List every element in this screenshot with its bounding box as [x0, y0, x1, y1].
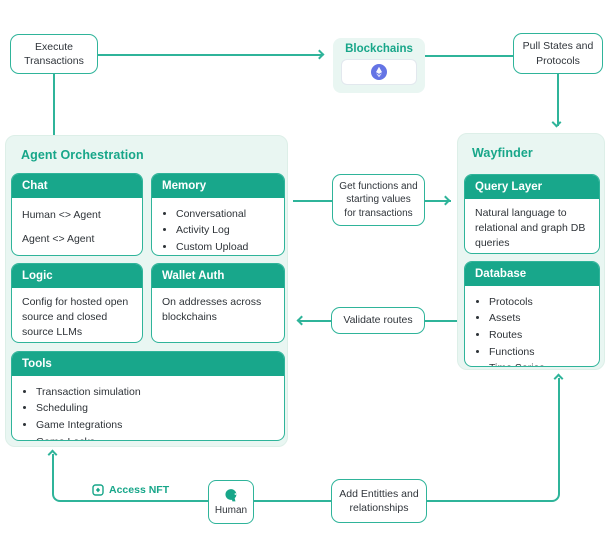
- blockchains-title: Blockchains: [345, 43, 413, 55]
- database-card-body: ProtocolsAssetsRoutesFunctionsTime Serie…: [465, 286, 599, 367]
- validate-routes-node: Validate routes: [331, 307, 425, 334]
- list-item: Protocols: [489, 295, 589, 310]
- pull-states-node: Pull States and Protocols: [513, 33, 603, 74]
- chat-card-title: Chat: [12, 174, 142, 198]
- connector-human-to-tools: [52, 454, 209, 502]
- memory-card-body: ConversationalActivity LogCustom Upload: [152, 198, 284, 256]
- tools-card-body: Transaction simulationSchedulingGame Int…: [12, 376, 284, 441]
- connector-getfunctions-to-wayfinder: [425, 200, 451, 202]
- connector-pullstates-to-wayfinder: [557, 74, 559, 126]
- list-item: Game Integrations: [36, 418, 274, 433]
- query-layer-card: Query Layer Natural language to relation…: [464, 174, 600, 254]
- add-entities-node: Add Entitties and relationships: [331, 479, 427, 523]
- database-card: Database ProtocolsAssetsRoutesFunctionsT…: [464, 261, 600, 367]
- memory-card-title: Memory: [152, 174, 284, 198]
- list-item: Functions: [489, 345, 589, 360]
- connector-agent-to-getfunctions: [293, 200, 332, 202]
- wallet-auth-card: Wallet Auth On addresses across blockcha…: [151, 263, 285, 343]
- query-layer-card-body: Natural language to relational and graph…: [475, 207, 586, 250]
- access-nft-text: Access NFT: [109, 484, 170, 496]
- blockchains-panel: Blockchains: [333, 38, 425, 93]
- arrowhead-right-icon: [440, 195, 451, 206]
- list-item: Activity Log: [176, 223, 274, 238]
- query-layer-card-title: Query Layer: [465, 175, 599, 199]
- blockchain-chip: [341, 59, 417, 85]
- human-node: Human: [208, 480, 254, 524]
- tools-card-title: Tools: [12, 352, 284, 376]
- logic-card-body: Config for hosted open source and closed…: [22, 296, 129, 339]
- chat-card: Chat Human <> Agent Agent <> Agent: [11, 173, 143, 256]
- human-label: Human: [214, 505, 248, 516]
- get-functions-node: Get functions and starting values for tr…: [332, 174, 425, 226]
- chat-card-body: Human <> Agent Agent <> Agent: [12, 198, 142, 255]
- tools-bullet-list: Transaction simulationSchedulingGame Int…: [22, 385, 274, 441]
- connector-wayfinder-to-validate: [425, 320, 457, 322]
- database-bullet-list: ProtocolsAssetsRoutesFunctionsTime Serie…: [475, 295, 589, 367]
- connector-execute-to-blockchains: [98, 54, 322, 56]
- list-item: Assets: [489, 311, 589, 326]
- agent-orchestration-panel: Agent Orchestration Chat Human <> Agent …: [5, 135, 288, 447]
- list-item: Scheduling: [36, 401, 274, 416]
- memory-bullet-list: ConversationalActivity LogCustom Upload: [162, 207, 274, 256]
- list-item: Time Series: [489, 361, 589, 366]
- tools-card: Tools Transaction simulationSchedulingGa…: [11, 351, 285, 441]
- list-item: Transaction simulation: [36, 385, 274, 400]
- wayfinder-panel: Wayfinder Query Layer Natural language t…: [457, 133, 605, 370]
- list-item: Conversational: [176, 207, 274, 222]
- wallet-auth-card-body: On addresses across blockchains: [162, 296, 262, 324]
- ethereum-icon: [371, 64, 387, 80]
- execute-transactions-node: Execute Transactions: [10, 34, 98, 74]
- connector-human-to-addentities: [254, 500, 331, 502]
- logic-card: Logic Config for hosted open source and …: [11, 263, 143, 343]
- access-nft-label: Access NFT: [92, 484, 169, 496]
- connector-addentities-to-database: [427, 378, 560, 502]
- database-card-title: Database: [465, 262, 599, 286]
- wayfinder-title: Wayfinder: [472, 146, 533, 160]
- connector-blockchains-to-pullstates: [425, 55, 513, 57]
- list-item: Game Locks: [36, 435, 274, 440]
- list-item: Custom Upload: [176, 240, 274, 255]
- nft-badge-icon: [92, 484, 104, 496]
- wallet-auth-card-title: Wallet Auth: [152, 264, 284, 288]
- chat-line: Human <> Agent: [22, 209, 101, 221]
- agent-orchestration-title: Agent Orchestration: [21, 148, 144, 162]
- logic-card-title: Logic: [12, 264, 142, 288]
- arrowhead-right-icon: [314, 49, 325, 60]
- arrowhead-left-icon: [296, 315, 307, 326]
- connector-validate-to-agent: [299, 320, 331, 322]
- list-item: Routes: [489, 328, 589, 343]
- arrowhead-down-icon: [551, 117, 562, 128]
- person-head-icon: [224, 488, 239, 503]
- memory-card: Memory ConversationalActivity LogCustom …: [151, 173, 285, 256]
- chat-line: Agent <> Agent: [22, 233, 95, 246]
- connector-execute-to-agent: [53, 74, 55, 135]
